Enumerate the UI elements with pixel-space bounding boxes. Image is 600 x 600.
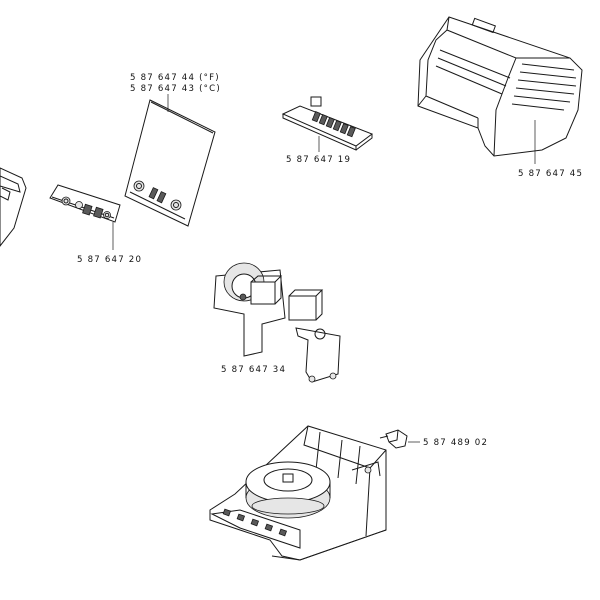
valve-assembly-part <box>213 262 341 383</box>
pcb-board-part-number-c: 5 87 647 43 (°C) <box>130 84 221 94</box>
housing-cover-part-number: 5 87 647 45 <box>518 169 583 179</box>
control-panel-part-number: 5 87 647 20 <box>77 255 142 265</box>
housing-cover-part <box>417 16 583 157</box>
housing-vent-slots <box>435 49 577 111</box>
left-edge-panel-fragment <box>0 167 27 247</box>
terminal-strip-part <box>281 96 374 151</box>
tank-drum <box>245 461 331 519</box>
pcb-board-part <box>124 99 216 227</box>
valve-assembly-part-number: 5 87 647 34 <box>221 365 286 375</box>
base-tank-assembly <box>209 425 387 561</box>
pcb-board-part-number-f: 5 87 647 44 (°F) <box>130 73 220 83</box>
knob-clip-part <box>379 429 408 449</box>
knob-clip-part-number: 5 87 489 02 <box>423 438 488 448</box>
control-panel-part <box>49 184 121 223</box>
terminal-strip-part-number: 5 87 647 19 <box>286 155 351 165</box>
